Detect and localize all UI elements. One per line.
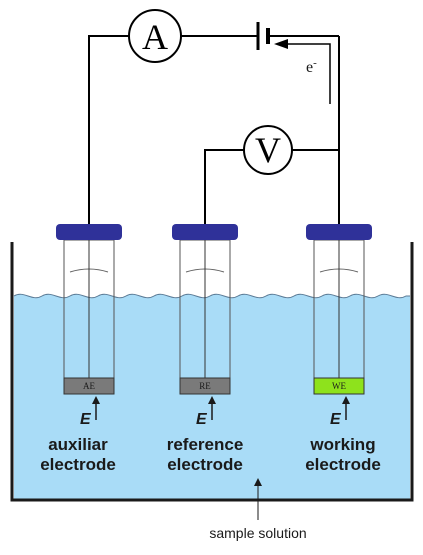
electron-flow-arrow [274,39,331,104]
tip-label-reference: RE [199,381,211,391]
ammeter-symbol: A [142,17,168,57]
label-working-line2: electrode [305,455,381,474]
arrowhead-working [342,396,350,404]
solution-pointer-arrowhead [254,478,262,486]
cap-reference [172,224,238,240]
label-reference-line1: reference [167,435,244,454]
label-auxiliar-line2: electrode [40,455,116,474]
liquid-surface-line [13,293,410,299]
voltmeter-symbol: V [255,130,281,170]
electron-label: e- [306,57,317,76]
label-reference-line2: electrode [167,455,243,474]
external-circuit [88,35,340,224]
tip-label-working: WE [332,381,346,391]
battery [256,22,270,50]
beaker [10,242,414,502]
label-auxiliar-line1: auxiliar [48,435,108,454]
potential-symbol-reference: E [196,411,208,428]
tube-working [306,224,372,395]
arrowhead-auxiliar [92,396,100,404]
potential-symbol-working: E [330,411,342,428]
arrowhead-reference [208,396,216,404]
voltmeter [243,125,293,175]
potential-symbol-auxiliar: E [80,411,92,428]
label-working-line1: working [309,435,375,454]
ammeter [128,9,182,63]
sample-solution-label: sample solution [209,525,306,541]
cap-working [306,224,372,240]
cap-auxiliar [56,224,122,240]
tip-label-auxiliar: AE [83,381,95,391]
